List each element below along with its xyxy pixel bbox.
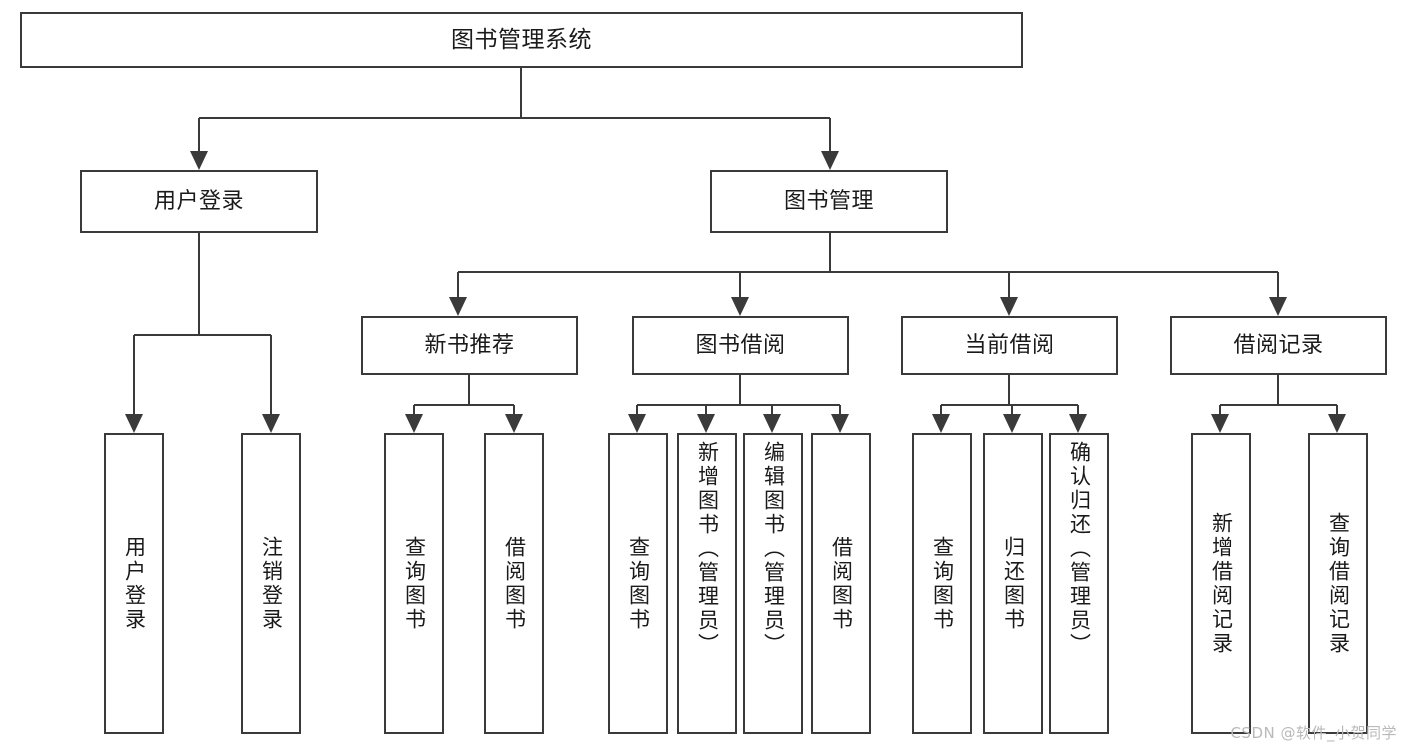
node-current[interactable]: 当前借阅 — [901, 316, 1118, 375]
arrow-icon-current-to-leaf-current-query — [932, 414, 950, 433]
watermark: CSDN @软件_小贺同学 — [1230, 724, 1397, 742]
node-label-leaf-borrow-edit: 编辑图书（管理员） — [761, 441, 786, 657]
node-leaf-newbook-query[interactable]: 查询图书 — [384, 433, 444, 734]
node-label-leaf-records-add: 新增借阅记录 — [1209, 511, 1234, 656]
arrow-icon-borrow-to-leaf-borrow-edit — [763, 414, 781, 433]
arrow-icon-records-to-leaf-records-query — [1328, 414, 1346, 433]
node-label-leaf-borrow-query: 查询图书 — [626, 535, 651, 632]
arrow-icon-current-to-leaf-current-confirm — [1069, 414, 1087, 433]
node-label-leaf-current-return: 归还图书 — [1001, 535, 1026, 632]
arrow-icon-current-to-leaf-current-return — [1003, 414, 1021, 433]
node-leaf-newbook-borrow[interactable]: 借阅图书 — [484, 433, 544, 734]
node-label-leaf-records-query: 查询借阅记录 — [1326, 511, 1351, 656]
node-label-leaf-newbook-borrow: 借阅图书 — [502, 535, 527, 632]
node-label-leaf-user-logout: 注销登录 — [259, 535, 284, 632]
node-leaf-records-add[interactable]: 新增借阅记录 — [1191, 433, 1251, 734]
node-label-leaf-borrow-add: 新增图书（管理员） — [695, 441, 720, 657]
node-login[interactable]: 用户登录 — [80, 170, 318, 233]
arrow-icon-bookmgmt-to-records — [1269, 297, 1287, 316]
arrow-icon-borrow-to-leaf-borrow-add — [697, 414, 715, 433]
arrow-icon-root-to-login — [190, 151, 208, 170]
arrow-icon-newbook-to-leaf-newbook-borrow — [505, 414, 523, 433]
arrow-icon-bookmgmt-to-current — [1000, 297, 1018, 316]
node-label-records: 借阅记录 — [1233, 332, 1324, 358]
node-leaf-borrow-query[interactable]: 查询图书 — [608, 433, 668, 734]
node-leaf-borrow-add[interactable]: 新增图书（管理员） — [677, 433, 737, 734]
node-bookmgmt[interactable]: 图书管理 — [710, 170, 948, 233]
node-borrow[interactable]: 图书借阅 — [632, 316, 849, 375]
arrow-icon-newbook-to-leaf-newbook-query — [405, 414, 423, 433]
node-leaf-borrow-do[interactable]: 借阅图书 — [811, 433, 871, 734]
node-label-borrow: 图书借阅 — [695, 332, 786, 358]
arrow-icon-borrow-to-leaf-borrow-query — [628, 414, 646, 433]
node-label-leaf-borrow-do: 借阅图书 — [829, 535, 854, 632]
arrow-icon-bookmgmt-to-newbook — [449, 297, 467, 316]
node-label-login: 用户登录 — [153, 188, 244, 214]
arrow-icon-root-to-bookmgmt — [821, 151, 839, 170]
node-label-root: 图书管理系统 — [451, 26, 592, 53]
arrow-icon-borrow-to-leaf-borrow-do — [831, 414, 849, 433]
node-label-leaf-current-confirm: 确认归还（管理员） — [1067, 441, 1092, 657]
arrow-icon-login-to-leaf-user-logout — [262, 414, 280, 433]
arrow-icon-bookmgmt-to-borrow — [731, 297, 749, 316]
node-leaf-current-return[interactable]: 归还图书 — [983, 433, 1043, 734]
node-label-leaf-user-login: 用户登录 — [122, 535, 147, 632]
node-records[interactable]: 借阅记录 — [1170, 316, 1387, 375]
node-label-bookmgmt: 图书管理 — [783, 188, 874, 214]
arrow-icon-records-to-leaf-records-add — [1211, 414, 1229, 433]
node-label-newbook: 新书推荐 — [424, 332, 515, 358]
node-label-current: 当前借阅 — [964, 332, 1055, 358]
node-label-leaf-current-query: 查询图书 — [930, 535, 955, 632]
node-leaf-records-query[interactable]: 查询借阅记录 — [1308, 433, 1368, 734]
node-label-leaf-newbook-query: 查询图书 — [402, 535, 427, 632]
node-leaf-borrow-edit[interactable]: 编辑图书（管理员） — [743, 433, 803, 734]
node-newbook[interactable]: 新书推荐 — [361, 316, 578, 375]
node-leaf-current-confirm[interactable]: 确认归还（管理员） — [1049, 433, 1109, 734]
node-leaf-current-query[interactable]: 查询图书 — [912, 433, 972, 734]
arrow-icon-login-to-leaf-user-login — [125, 414, 143, 433]
node-leaf-user-login[interactable]: 用户登录 — [104, 433, 164, 734]
node-leaf-user-logout[interactable]: 注销登录 — [241, 433, 301, 734]
node-root[interactable]: 图书管理系统 — [20, 12, 1023, 68]
